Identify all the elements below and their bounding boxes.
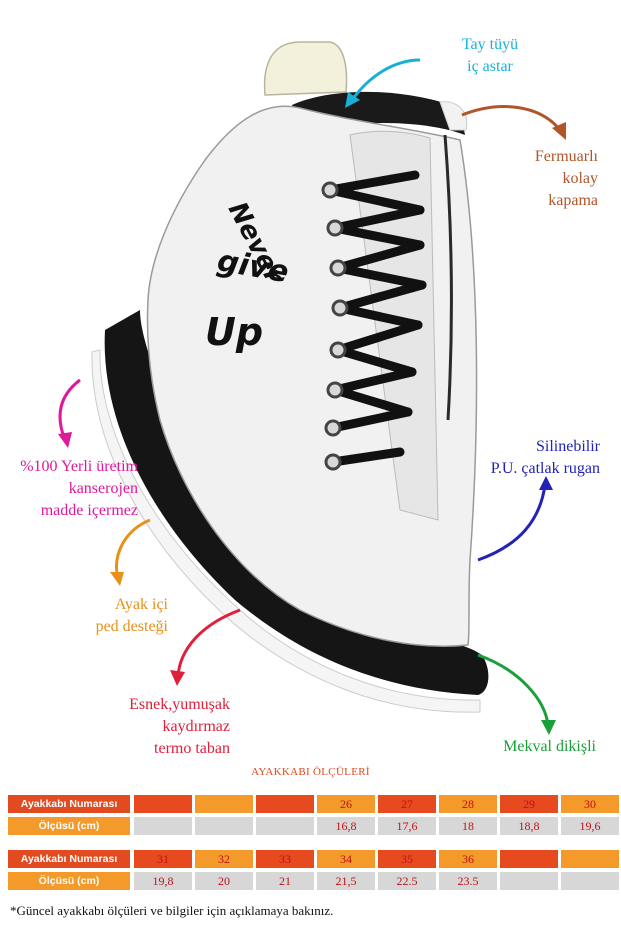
size-cell: 29 <box>500 795 558 813</box>
callout-zipper-line3: kapama <box>548 192 598 209</box>
size-cell: 31 <box>134 850 192 868</box>
boot-image: Never give Up <box>91 41 489 713</box>
callout-insole-line1: Ayak içi <box>114 596 168 613</box>
cm-cell: 21 <box>256 872 314 890</box>
cm-cell: 19,6 <box>561 817 619 835</box>
cm-cell: 18 <box>439 817 497 835</box>
callout-patent-line1: Silinebilir <box>536 438 600 455</box>
callout-lining: Tay tüyü iç astar <box>440 34 540 78</box>
size-row-label: Ayakkabı Numarası <box>8 795 130 813</box>
size-cell: 28 <box>439 795 497 813</box>
footnote: *Güncel ayakkabı ölçüleri ve bilgiler iç… <box>10 903 334 918</box>
callout-stitch: Mekval dikişli <box>470 736 596 758</box>
cm-row-label: Ölçüsü (cm) <box>8 817 130 835</box>
cm-cell <box>561 872 619 890</box>
size-cell: 27 <box>378 795 436 813</box>
size-cell: 32 <box>195 850 253 868</box>
cm-cell <box>195 817 253 835</box>
arrow-lining <box>345 58 421 108</box>
boot-eyelets <box>321 181 349 471</box>
callout-lining-line1: Tay tüyü <box>461 36 519 53</box>
size-cell <box>561 850 619 868</box>
size-cell <box>134 795 192 813</box>
cm-cell: 20 <box>195 872 253 890</box>
cm-row-label: Ölçüsü (cm) <box>8 872 130 890</box>
arrow-insole <box>110 518 151 586</box>
callout-patent-line2: P.U. çatlak rugan <box>490 460 600 477</box>
cm-cell: 22.5 <box>378 872 436 890</box>
size-cell: 36 <box>439 850 497 868</box>
size-cell <box>195 795 253 813</box>
callout-zipper: Fermuarlı kolay kapama <box>470 146 598 212</box>
callout-zipper-line2: kolay <box>562 170 598 187</box>
size-cell <box>500 850 558 868</box>
arrow-local <box>58 378 81 448</box>
boot-laces <box>325 170 427 467</box>
size-cell: 34 <box>317 850 375 868</box>
size-table-title: AYAKKABI ÖLÇÜLERİ <box>251 766 370 778</box>
cm-cell <box>500 872 558 890</box>
size-cell: 30 <box>561 795 619 813</box>
boot-outsole <box>104 310 489 695</box>
cm-cell: 19,8 <box>134 872 192 890</box>
size-cell: 33 <box>256 850 314 868</box>
callout-stitch-line1: Mekval dikişli <box>503 738 596 755</box>
arrow-patent <box>477 476 553 562</box>
boot-pull-tab <box>263 41 348 96</box>
callout-local: %100 Yerli üretim kanserojen madde içerm… <box>0 456 138 522</box>
callout-sole: Esnek,yumuşak kaydırmaz termo taban <box>80 694 230 760</box>
size-cell: 35 <box>378 850 436 868</box>
cm-cell <box>256 817 314 835</box>
cm-cell: 18,8 <box>500 817 558 835</box>
cm-cell: 16,8 <box>317 817 375 835</box>
cm-cell: 21,5 <box>317 872 375 890</box>
callout-local-line2: kanserojen <box>68 480 138 497</box>
arrow-stitch <box>477 653 556 735</box>
callout-sole-line3: termo taban <box>154 740 230 757</box>
boot-text-up: Up <box>205 310 263 354</box>
callout-lining-line2: iç astar <box>467 58 513 75</box>
callout-local-line3: madde içermez <box>40 502 138 519</box>
callout-zipper-line1: Fermuarlı <box>534 148 598 165</box>
arrow-zipper <box>461 105 566 140</box>
arrow-sole <box>170 608 241 686</box>
size-row-label: Ayakkabı Numarası <box>8 850 130 868</box>
callout-insole: Ayak içi ped desteği <box>40 594 168 638</box>
cm-cell: 17,6 <box>378 817 436 835</box>
size-cell: 26 <box>317 795 375 813</box>
callout-patent: Silinebilir P.U. çatlak rugan <box>440 436 600 480</box>
size-cell <box>256 795 314 813</box>
callout-local-line1: %100 Yerli üretim <box>20 458 138 475</box>
callout-sole-line2: kaydırmaz <box>162 718 230 735</box>
callout-insole-line2: ped desteği <box>95 618 168 635</box>
cm-cell: 23.5 <box>439 872 497 890</box>
cm-cell <box>134 817 192 835</box>
callout-sole-line1: Esnek,yumuşak <box>129 696 230 713</box>
